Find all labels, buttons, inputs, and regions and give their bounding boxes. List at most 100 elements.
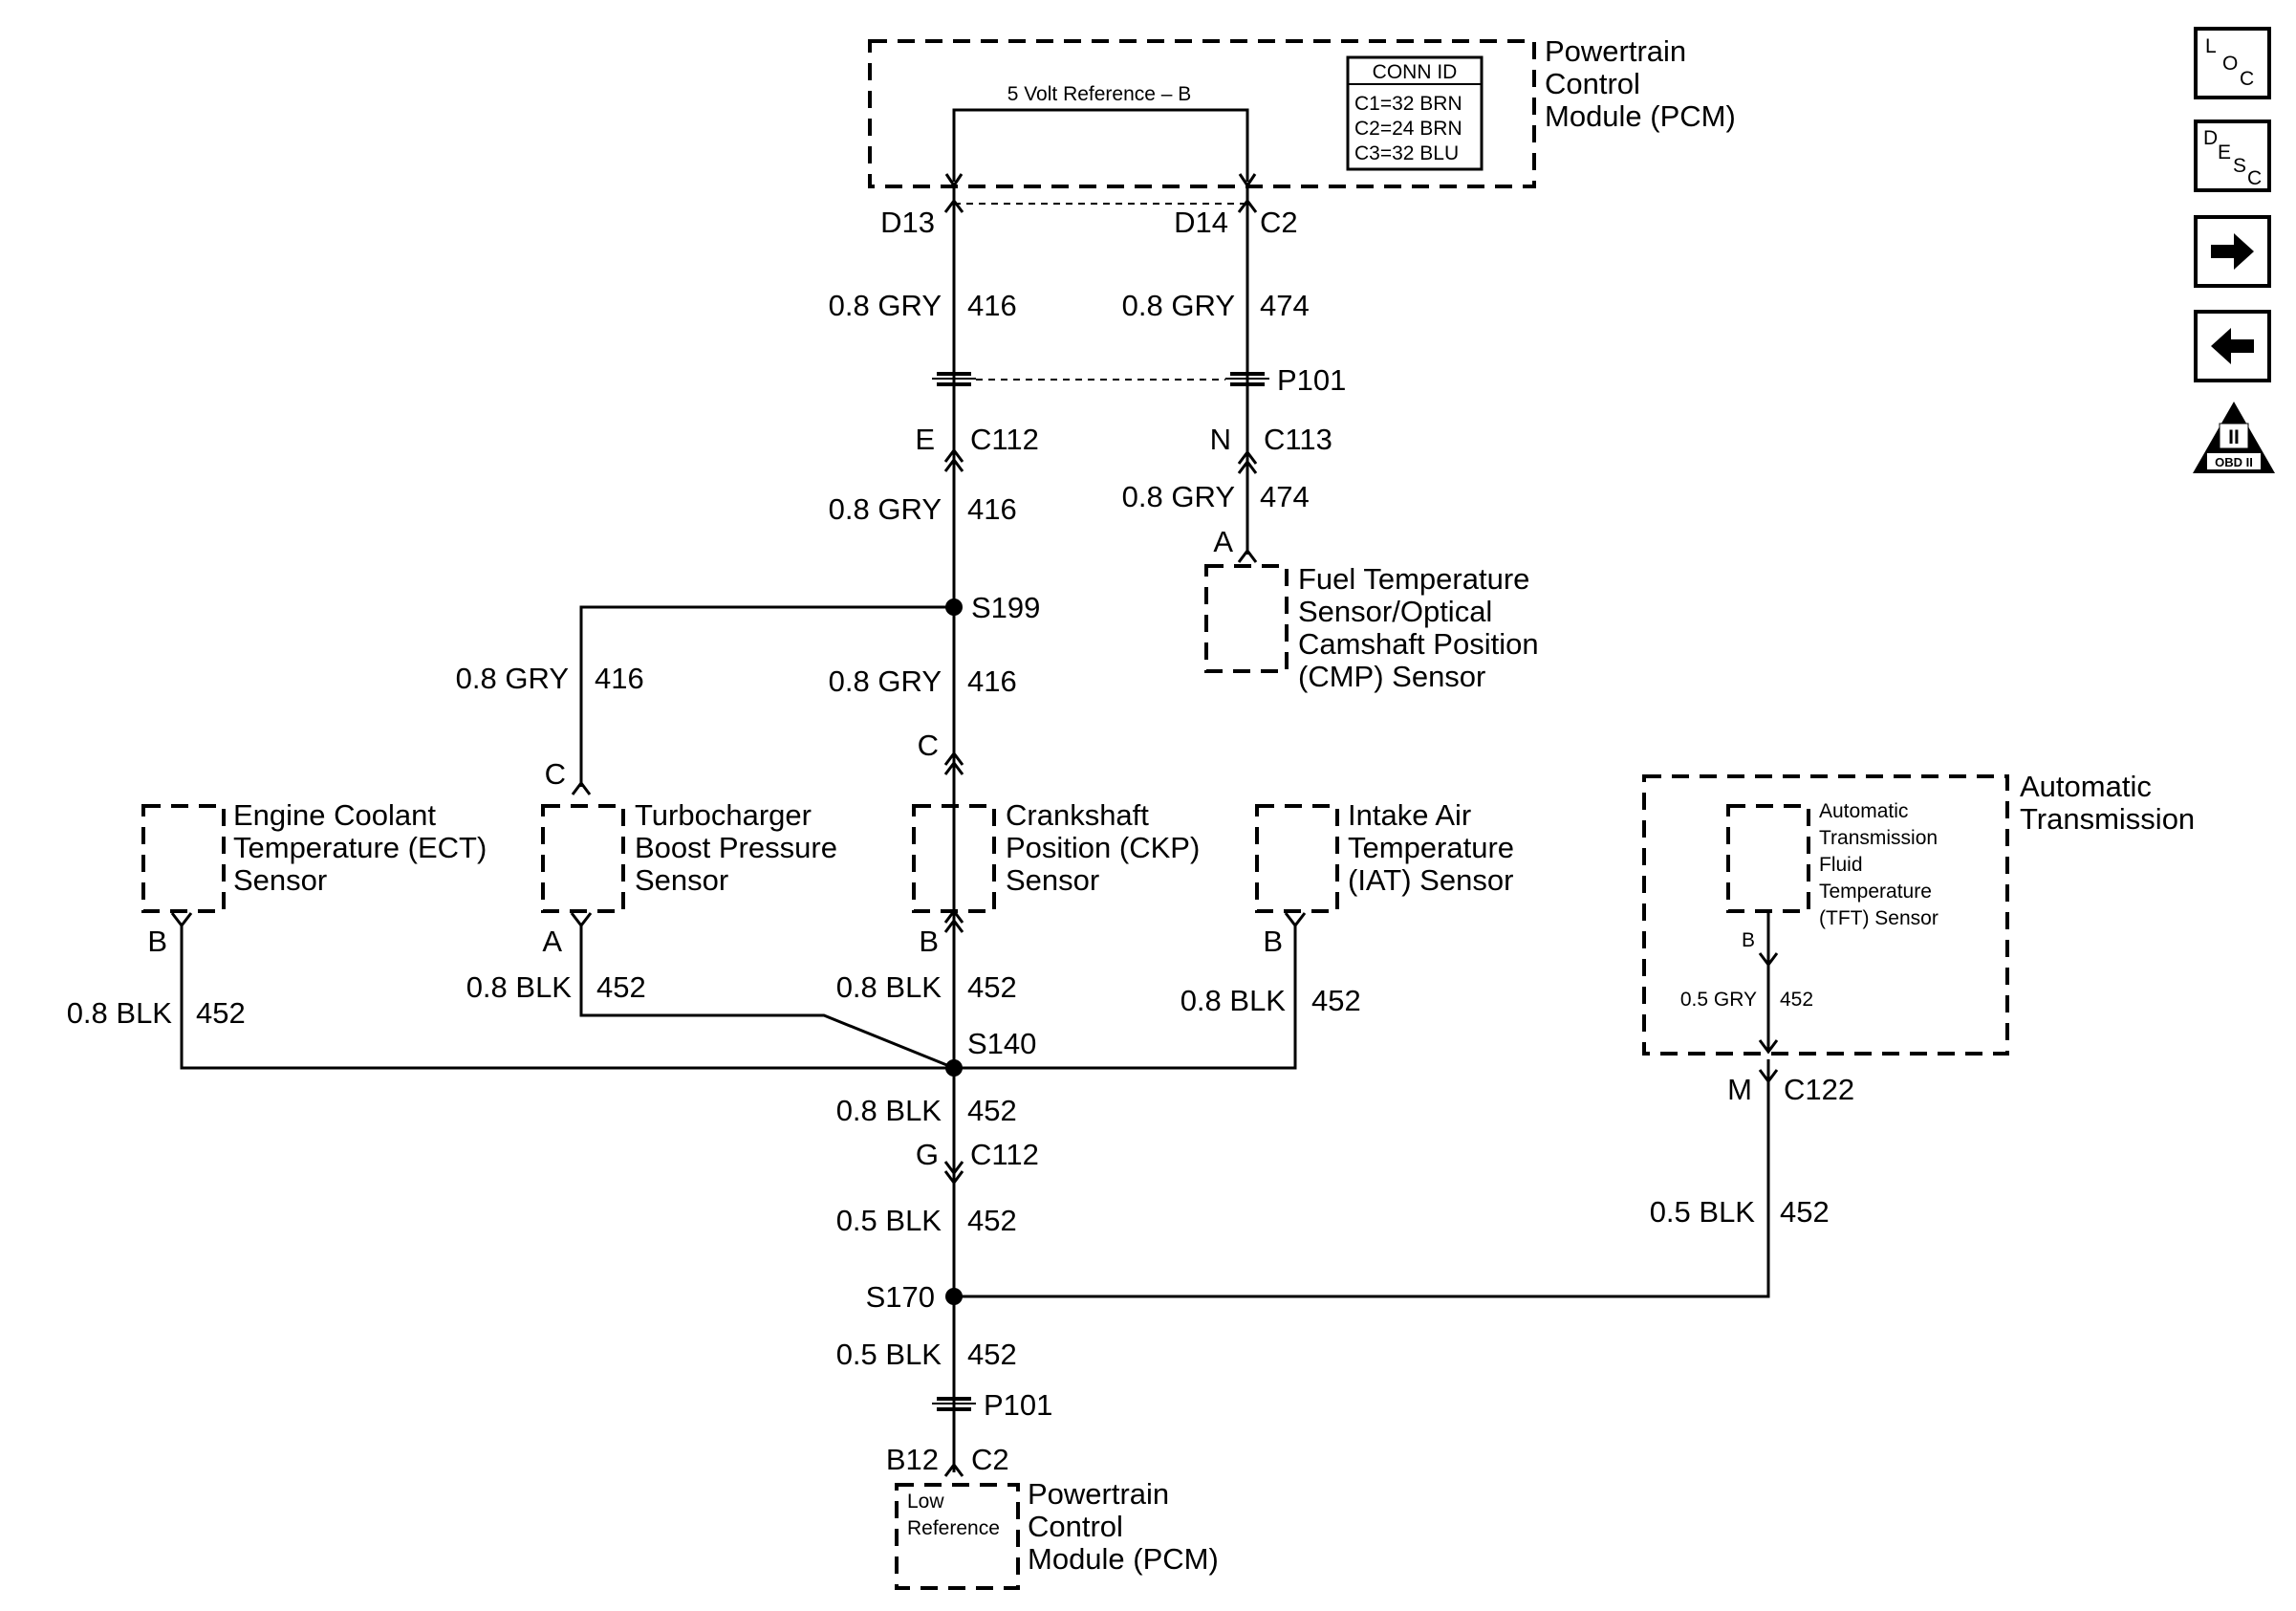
conn-id-box: CONN ID C1=32 BRN C2=24 BRN C3=32 BLU	[1346, 55, 1484, 171]
splice-s140-label: S140	[967, 1027, 1036, 1060]
boost-sensor	[541, 804, 625, 913]
fuel-temp-label-4: (CMP) Sensor	[1298, 660, 1485, 693]
wire-452-trans-circuit: 452	[1780, 1195, 1830, 1229]
boost-label-2: Boost Pressure	[635, 831, 837, 864]
ckp-pin: B	[919, 925, 939, 958]
c112-top-chevron-1	[943, 447, 964, 463]
boost-label-1: Turbocharger	[635, 798, 812, 832]
conn-id-title: CONN ID	[1373, 61, 1458, 83]
ckp-label-1: Crankshaft	[1006, 798, 1149, 832]
iat-label-1: Intake Air	[1348, 798, 1471, 832]
wire-452-trans-gauge: 0.5 BLK	[1650, 1195, 1756, 1229]
ckp-bottom-chevron-1	[943, 908, 964, 924]
pcm-top-module: Powertrain Control Module (PCM) CONN ID …	[868, 34, 1736, 188]
pcm-bottom-module	[895, 1483, 1020, 1590]
pcm-top-name-1: Powertrain	[1545, 34, 1686, 68]
wire-452-horizontal	[180, 924, 1297, 1070]
wire-416-gauge-c: 0.8 GRY	[456, 662, 569, 695]
pcm-bottom-name-2: Control	[1028, 1510, 1123, 1543]
arrow-d14	[1238, 173, 1257, 188]
desc-letter-d: D	[2203, 127, 2218, 149]
pcm-top-name-3: Module (PCM)	[1545, 99, 1736, 133]
wire-452-main-circuit-b: 452	[967, 1204, 1017, 1237]
ckp-top-chevron-2	[943, 760, 964, 775]
loc-letter-o: O	[2222, 53, 2238, 75]
fuel-temp-label-3: Camshaft Position	[1298, 627, 1539, 661]
desc-button[interactable]: D E S C	[2194, 120, 2271, 192]
ckp-label-2: Position (CKP)	[1006, 831, 1200, 864]
iat-label-3: (IAT) Sensor	[1348, 863, 1513, 897]
automatic-transmission-module	[1642, 774, 2009, 1056]
trans-label-2: Transmission	[2020, 802, 2195, 836]
wire-474-circuit-a: 474	[1260, 289, 1310, 322]
wire-452-main-circuit-a: 452	[967, 1094, 1017, 1127]
tft-label-3: Fluid	[1819, 854, 1863, 876]
ckp-pin-top: C	[918, 729, 939, 762]
wire-416-circuit-b: 416	[967, 492, 1017, 526]
wire-474-gauge-a: 0.8 GRY	[1122, 289, 1235, 322]
ect-sensor	[141, 804, 226, 913]
5v-reference-jumper	[952, 108, 1249, 182]
wire-416	[943, 187, 964, 1073]
fuel-temp-label-1: Fuel Temperature	[1298, 562, 1529, 596]
wire-452-iat-gauge: 0.8 BLK	[1180, 984, 1287, 1017]
c122-conn: C122	[1784, 1073, 1854, 1106]
obd-ii-button[interactable]: II OBD II	[2193, 402, 2275, 473]
next-button[interactable]	[2194, 215, 2271, 288]
c112-bottom-chevron-2	[943, 1170, 964, 1186]
pin-d14: D14	[1174, 206, 1228, 239]
conn-id-c1: C1=32 BRN	[1354, 93, 1462, 115]
desc-letter-s: S	[2233, 155, 2246, 177]
tft-label-1: Automatic	[1819, 800, 1908, 822]
pcm-bottom-pin-conn: C2	[971, 1443, 1009, 1476]
c113-conn: C113	[1264, 423, 1332, 456]
c112-bottom-pin: G	[916, 1138, 939, 1171]
c112-top-pin: E	[915, 423, 935, 456]
c113-pin: N	[1210, 423, 1231, 456]
wire-474-gauge-b: 0.8 GRY	[1122, 480, 1235, 513]
iat-label-2: Temperature	[1348, 831, 1514, 864]
iat-chevron	[1284, 912, 1307, 928]
ckp-bottom-chevron-2	[943, 918, 964, 933]
ect-label-3: Sensor	[233, 863, 327, 897]
c112-top-conn: C112	[970, 423, 1039, 456]
conn-id-c2: C2=24 BRN	[1354, 118, 1462, 140]
wire-416-circuit-c: 416	[595, 662, 644, 695]
ckp-top-chevron-1	[943, 751, 964, 766]
fuel-temp-cmp-sensor	[1204, 564, 1289, 673]
loc-letter-c: C	[2240, 68, 2254, 90]
iat-sensor	[1255, 804, 1339, 913]
c112-bottom-chevron-1	[943, 1161, 964, 1176]
wire-474-circuit-b: 474	[1260, 480, 1310, 513]
p101-bottom-label: P101	[984, 1388, 1052, 1422]
splice-s199-label: S199	[971, 591, 1040, 624]
arrow-right-icon	[2211, 233, 2254, 270]
tft-label-5: (TFT) Sensor	[1819, 907, 1939, 929]
wire-474	[1237, 187, 1258, 563]
ect-label-1: Engine Coolant	[233, 798, 436, 832]
wire-452-iat-circuit: 452	[1311, 984, 1361, 1017]
c112-top-chevron-2	[943, 457, 964, 472]
p101-bottom-connector	[932, 1397, 976, 1411]
conn-id-c3: C3=32 BLU	[1354, 142, 1459, 164]
splice-s170-label: S170	[866, 1280, 935, 1314]
loc-button[interactable]: L O C	[2194, 27, 2271, 99]
c122-pin: M	[1727, 1073, 1752, 1106]
ect-label-2: Temperature (ECT)	[233, 831, 487, 864]
wire-452-ect-gauge: 0.8 BLK	[67, 996, 173, 1030]
obd-ii-numeral: II	[2228, 426, 2240, 448]
wire-452-main-gauge-b: 0.5 BLK	[836, 1204, 942, 1237]
pcm-bottom-pin: B12	[886, 1443, 939, 1476]
pin-d13: D13	[880, 206, 935, 239]
tft-label-2: Transmission	[1819, 827, 1938, 849]
tft-bottom-chevron	[1758, 1039, 1779, 1055]
wire-452-tft-gauge: 0.5 GRY	[1680, 989, 1757, 1011]
desc-letter-c: C	[2247, 167, 2262, 189]
pcm-top-name-2: Control	[1545, 67, 1640, 100]
tft-sensor	[1726, 804, 1810, 913]
wire-416-circuit-d: 416	[967, 664, 1017, 698]
back-button[interactable]	[2194, 310, 2271, 382]
pcm-bottom-inner-2: Reference	[907, 1517, 1000, 1539]
wire-452-main-gauge-a: 0.8 BLK	[836, 1094, 942, 1127]
wire-452-ckp-circuit: 452	[967, 970, 1017, 1004]
